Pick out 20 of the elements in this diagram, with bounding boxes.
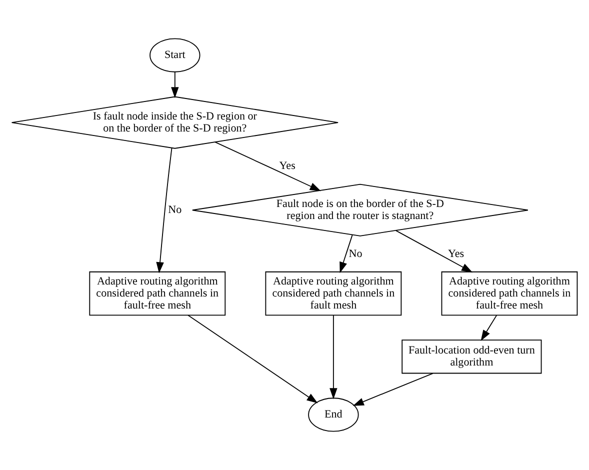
node-ellipse: End [308,398,359,432]
arrow [171,72,179,98]
node-ellipse: Start [150,38,200,72]
arrow [352,372,434,406]
edge-label: Yes [448,248,464,260]
edge-label: Yes [279,160,296,172]
arrow [188,314,318,404]
edge-label: No [168,204,182,216]
node-box: Adaptive routing algorithm considered path channels in fault mesh [265,271,402,316]
node-diamond: Is fault node inside the S-D region or on the border of the S-D region? [11,96,338,149]
node-box: Adaptive routing algorithm considered path channels in fault-free mesh [441,271,578,316]
arrow [395,230,473,272]
arrow [480,314,498,342]
arrow [330,314,338,400]
arrow [214,142,321,192]
arrow [340,234,353,274]
edge-label: No [348,248,362,260]
node-box: Adaptive routing algorithm considered path channels in fault-free mesh [89,271,226,316]
arrow [156,148,172,274]
node-box: Fault-location odd-even turn algorithm [402,340,542,374]
